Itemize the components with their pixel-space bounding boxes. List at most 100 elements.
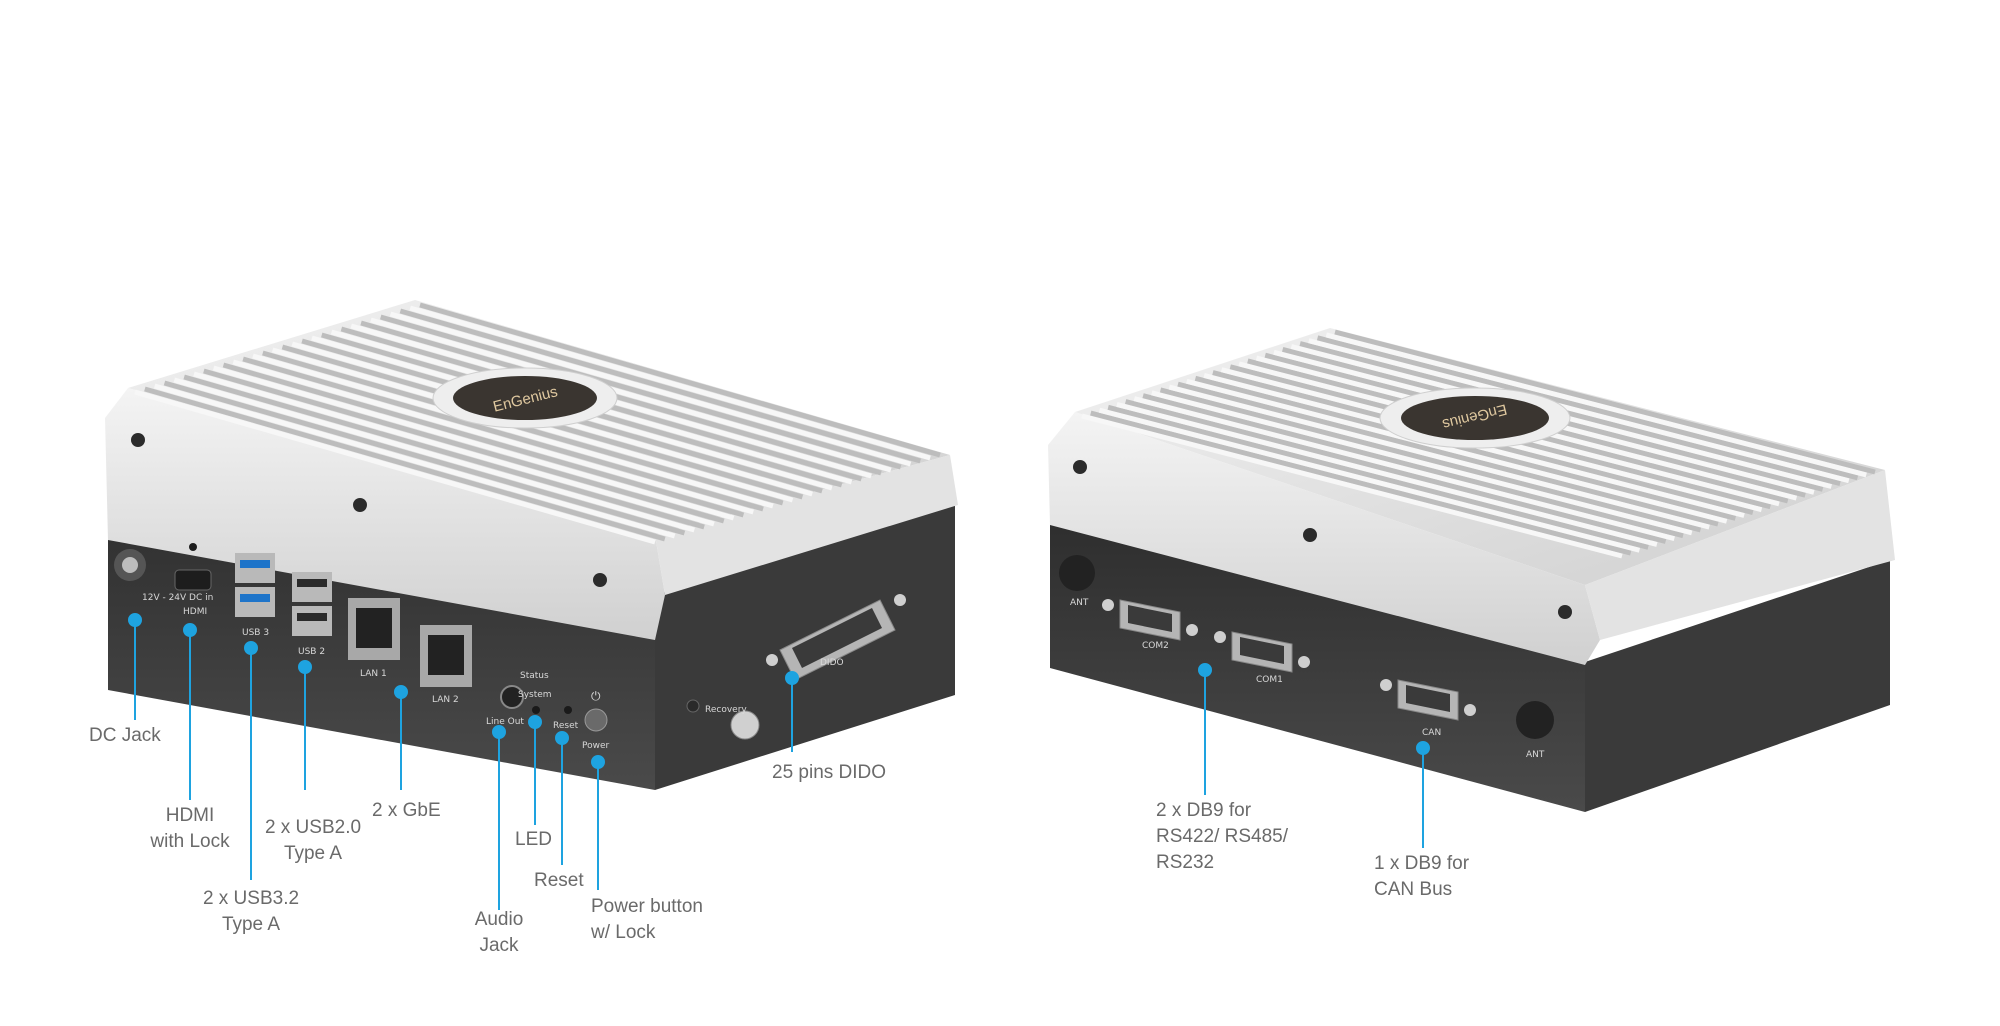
- heatsink-fin: [1325, 332, 1867, 478]
- callout-dc-jack-text: DC Jack: [89, 725, 161, 746]
- front-rim-side: [655, 455, 958, 595]
- heatsink-fin: [144, 386, 666, 542]
- can-label: CAN: [1422, 728, 1441, 738]
- heatsink-fin: [419, 302, 941, 458]
- heatsink-fin: [1186, 378, 1728, 524]
- heatsink-fin: [1151, 390, 1693, 536]
- heatsink-fin: [1098, 407, 1641, 553]
- callout-leaders: [128, 613, 1430, 910]
- front-device: EnGenius 12V - 24V DC in HDMI USB 3: [105, 300, 958, 790]
- callout-can: 1 x DB9 for CAN Bus: [1374, 851, 1469, 903]
- heatsink-fin: [173, 377, 696, 533]
- callout-usb2: 2 x USB2.0 Type A: [258, 815, 368, 867]
- heatsink-fin: [232, 359, 754, 515]
- com1-label: COM1: [1256, 675, 1283, 685]
- usb2-port-label: USB 2: [298, 647, 325, 657]
- heatsink-fin: [1124, 399, 1667, 544]
- screw-hole: [1558, 605, 1572, 619]
- callout-db9-line1: 2 x DB9 for: [1156, 800, 1252, 821]
- callout-power-line2: w/ Lock: [591, 922, 656, 943]
- com1-connector: [1214, 631, 1310, 673]
- screw-hole: [593, 573, 607, 587]
- callout-db9-line2: RS422/ RS485/: [1156, 826, 1289, 847]
- side-screw: [686, 699, 700, 713]
- can-connector: [1380, 679, 1476, 721]
- front-heatsink-fins: [134, 302, 941, 545]
- callout-usb3-line1: 2 x USB3.2: [202, 888, 300, 909]
- side-lock-knob: [730, 710, 760, 740]
- heatsink-fin: [212, 365, 735, 521]
- hdmi-port-label: HDMI: [183, 607, 207, 617]
- callout-led: LED: [515, 827, 552, 853]
- callout-hdmi: HDMI with Lock: [140, 803, 240, 855]
- dc-jack-port: [114, 549, 146, 581]
- usb3-ports: [235, 553, 275, 617]
- heatsink-fin: [163, 380, 686, 536]
- reset-pinhole: [564, 706, 572, 714]
- callout-hdmi-line1: HDMI: [165, 805, 215, 826]
- ant-left-label: ANT: [1070, 598, 1089, 608]
- callout-reset-text: Reset: [534, 870, 584, 891]
- heatsink-fin: [193, 371, 715, 527]
- heatsink-fin: [1308, 338, 1850, 484]
- reset-port-label: Reset: [553, 721, 579, 731]
- antenna-port-left: [1059, 555, 1095, 591]
- heatsink-fin: [1177, 381, 1719, 527]
- power-icon: ⏻: [591, 689, 601, 703]
- heatsink-fin: [370, 317, 892, 473]
- lan1-port: [348, 598, 400, 660]
- callout-usb2-line1: 2 x USB2.0: [264, 817, 362, 838]
- antenna-port-right: [1516, 701, 1554, 739]
- heatsink-fin: [1107, 404, 1649, 550]
- screw-hole: [131, 433, 145, 447]
- callout-can-line2: CAN Bus: [1374, 879, 1453, 900]
- hdmi-port: [174, 543, 212, 591]
- callout-dido-text: 25 pins DIDO: [772, 762, 887, 783]
- heatsink-fin: [1090, 410, 1632, 556]
- back-logo-badge: [1401, 396, 1549, 440]
- audio-jack-port: [500, 685, 524, 709]
- com2-connector: [1102, 599, 1198, 641]
- usb3-port-label: USB 3: [242, 628, 269, 638]
- heatsink-fin: [1142, 393, 1684, 539]
- callout-db9-line3: RS232: [1156, 852, 1215, 873]
- heatsink-fin: [1159, 387, 1702, 533]
- callout-audio: Audio Jack: [464, 907, 534, 959]
- callout-led-text: LED: [515, 829, 552, 850]
- heatsink-fin: [222, 362, 745, 518]
- screw-hole: [353, 498, 367, 512]
- com2-label: COM2: [1142, 641, 1169, 651]
- callout-dc-jack: DC Jack: [89, 723, 161, 749]
- callout-usb3-line2: Type A: [221, 914, 281, 935]
- back-device: EnGenius ANT COM2 COM1 CAN: [1048, 328, 1895, 812]
- callout-usb3: 2 x USB3.2 Type A: [196, 886, 306, 938]
- heatsink-fin: [153, 383, 676, 539]
- screw-hole: [1073, 460, 1087, 474]
- power-button: ⏻: [584, 689, 608, 732]
- line-out-label: Line Out: [486, 717, 524, 727]
- heatsink-fin: [409, 305, 931, 461]
- callout-dido: 25 pins DIDO: [772, 760, 886, 786]
- callout-db9: 2 x DB9 for RS422/ RS485/ RS232: [1156, 798, 1288, 876]
- callout-usb2-line2: Type A: [283, 843, 343, 864]
- heatsink-fin: [360, 320, 882, 476]
- heatsink-fin: [252, 353, 774, 509]
- heatsink-fin: [399, 308, 922, 464]
- back-rim-side: [1585, 470, 1895, 640]
- callout-gbe: 2 x GbE: [372, 798, 441, 824]
- callout-audio-line2: Jack: [479, 935, 519, 956]
- heatsink-fin: [1299, 341, 1841, 487]
- callout-audio-line1: Audio: [474, 909, 524, 930]
- front-logo-badge: [453, 376, 597, 420]
- dc-port-label: 12V - 24V DC in: [142, 593, 213, 603]
- heatsink-fin: [242, 356, 764, 512]
- usb2-ports: [292, 572, 332, 636]
- heatsink-fin: [134, 389, 656, 545]
- heatsink-fin: [1334, 329, 1876, 475]
- heatsink-fin: [389, 311, 912, 467]
- callout-power-line1: Power button: [591, 896, 703, 917]
- heatsink-fin: [1168, 384, 1710, 530]
- system-led-label: System: [518, 690, 552, 700]
- heatsink-fin: [379, 314, 902, 470]
- dido-port-label: DIDO: [820, 658, 844, 668]
